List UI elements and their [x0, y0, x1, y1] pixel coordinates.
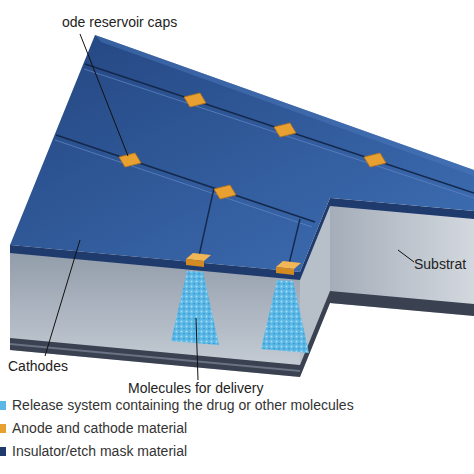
insulator-layer	[300, 198, 330, 280]
reservoir-cap	[214, 185, 236, 199]
leader-line	[80, 34, 128, 156]
bottom-layer	[330, 291, 474, 316]
insulator-layer	[10, 245, 300, 280]
callout-label: Molecules for delivery	[128, 380, 348, 396]
reservoir-cap	[276, 267, 294, 275]
leader-line	[196, 318, 198, 380]
drug-reservoir	[261, 280, 309, 353]
reservoir-cap	[119, 153, 141, 167]
wire-trace	[56, 135, 315, 222]
wire-trace	[84, 69, 474, 198]
leader-line	[45, 240, 80, 356]
substrate-face	[330, 198, 474, 316]
insulator-layer	[330, 198, 474, 219]
reservoir-cap	[364, 153, 386, 167]
wire-trace	[55, 140, 312, 227]
reservoir-cap	[184, 93, 206, 107]
wire-trace	[199, 188, 214, 256]
callout-label: Cathodes	[8, 358, 118, 374]
legend-text: Release system containing the drug or ot…	[12, 397, 467, 413]
reservoir-cap	[186, 259, 204, 267]
wire-trace	[289, 219, 300, 264]
reservoir-cap	[274, 123, 296, 137]
front-cross-section	[10, 245, 300, 377]
legend-text: Insulator/etch mask material	[12, 443, 467, 459]
callout-label: ode reservoir caps	[62, 14, 262, 30]
legend-swatch	[0, 401, 6, 410]
wire-trace	[85, 64, 474, 193]
leader-line	[398, 250, 414, 262]
legend-text: Anode and cathode material	[12, 420, 467, 436]
callout-label: Substrat	[414, 256, 474, 272]
legend-swatch	[0, 424, 6, 433]
legend-swatch	[0, 447, 6, 456]
top-highlight	[95, 35, 474, 176]
drug-reservoir	[171, 271, 219, 345]
